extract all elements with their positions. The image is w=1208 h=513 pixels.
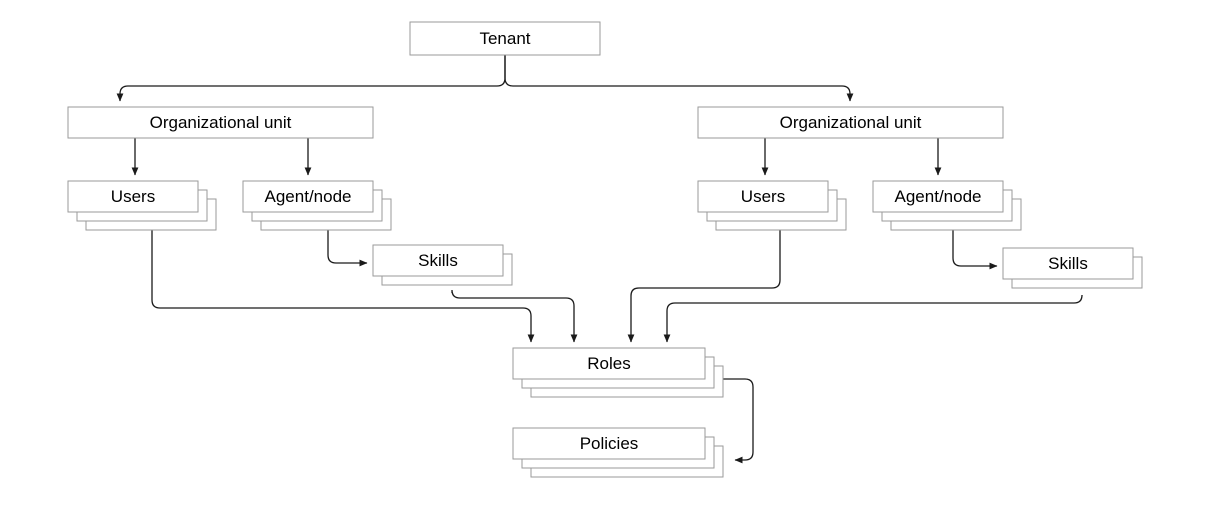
node-ou-left-box[interactable] [67, 106, 374, 139]
node-users-left[interactable]: Users [67, 180, 217, 231]
edge-skills-left-to-roles [451, 289, 578, 343]
edge-agent-left-to-skills-left [327, 229, 368, 267]
node-skills-left-box[interactable] [372, 244, 504, 277]
edge-skills-right-to-roles [663, 294, 1083, 343]
node-skills-left[interactable]: Skills [372, 244, 513, 286]
edge-users-left-to-roles [151, 229, 535, 343]
node-agent-left-box[interactable] [242, 180, 374, 213]
node-roles[interactable]: Roles [512, 347, 724, 398]
node-agent-right-box[interactable] [872, 180, 1004, 213]
node-tenant-label: Tenant [479, 29, 530, 48]
node-agent-left-label: Agent/node [265, 187, 352, 206]
node-policies-label: Policies [580, 434, 639, 453]
node-users-right[interactable]: Users [697, 180, 847, 231]
node-ou-left[interactable]: Organizational unit [67, 106, 374, 139]
node-users-right-label: Users [741, 187, 785, 206]
node-roles-label: Roles [587, 354, 630, 373]
edge-tenant-to-ou-right [504, 55, 854, 102]
node-skills-right-label: Skills [1048, 254, 1088, 273]
node-ou-right[interactable]: Organizational unit [697, 106, 1004, 139]
node-policies-box[interactable] [512, 427, 706, 460]
node-tenant-box[interactable] [409, 21, 601, 56]
node-policies[interactable]: Policies [512, 427, 724, 478]
node-skills-right[interactable]: Skills [1002, 247, 1143, 289]
node-agent-left[interactable]: Agent/node [242, 180, 392, 231]
edge-agent-right-to-skills-right [952, 229, 998, 270]
edge-roles-to-policies [721, 378, 754, 464]
node-ou-right-box[interactable] [697, 106, 1004, 139]
node-agent-right-label: Agent/node [895, 187, 982, 206]
node-skills-left-label: Skills [418, 251, 458, 270]
node-users-left-box[interactable] [67, 180, 199, 213]
edge-users-right-to-roles [627, 229, 781, 343]
node-users-left-label: Users [111, 187, 155, 206]
node-ou-right-label: Organizational unit [780, 113, 922, 132]
node-roles-box[interactable] [512, 347, 706, 380]
node-users-right-box[interactable] [697, 180, 829, 213]
edge-tenant-to-ou-left [116, 55, 506, 102]
edge-layer [116, 55, 1083, 464]
node-ou-left-label: Organizational unit [150, 113, 292, 132]
node-agent-right[interactable]: Agent/node [872, 180, 1022, 231]
node-tenant[interactable]: Tenant [409, 21, 601, 56]
node-skills-right-box[interactable] [1002, 247, 1134, 280]
